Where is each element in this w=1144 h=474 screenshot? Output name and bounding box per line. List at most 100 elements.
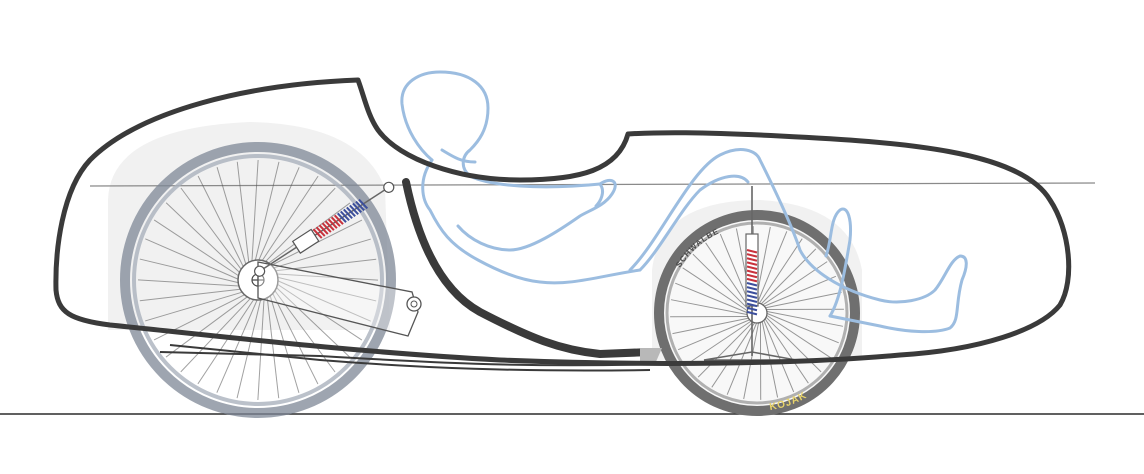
- spring-coil: [352, 202, 362, 214]
- wheel-spoke: [761, 320, 779, 398]
- coil-spring-icon: [746, 249, 758, 316]
- spring-coil: [336, 212, 347, 223]
- spring-coil: [315, 226, 326, 237]
- spring-coil: [746, 290, 758, 295]
- wheel-spoke: [274, 285, 351, 358]
- spring-coil: [746, 273, 758, 279]
- spring-coil: [746, 249, 758, 254]
- spring-coil: [340, 210, 350, 221]
- wheel-spoke: [686, 320, 753, 365]
- rider-arm: [456, 178, 617, 252]
- spring-coil: [746, 282, 758, 287]
- front-rim: [665, 221, 849, 405]
- wheel-spoke: [764, 317, 809, 384]
- wheel-spoke: [765, 314, 832, 359]
- rear-shock-spring: [312, 198, 369, 239]
- spring-coil: [330, 216, 341, 227]
- rear-wheel: [120, 142, 396, 418]
- wheel-spoke: [251, 159, 259, 264]
- swing-arm: [257, 261, 419, 337]
- fairing-outline: [53, 77, 1072, 366]
- spring-coil: [324, 220, 335, 231]
- wheel-spoke: [145, 238, 241, 281]
- spring-coil: [746, 257, 758, 262]
- wheel-spoke: [273, 258, 377, 272]
- wheel-spoke: [266, 295, 280, 399]
- spring-coil: [321, 222, 332, 233]
- rider-knee: [824, 207, 852, 318]
- spring-coil: [346, 206, 356, 217]
- wheel-spoke: [273, 288, 336, 373]
- spring-coil: [746, 269, 758, 275]
- front-strut-base: [703, 351, 797, 361]
- wheel-spoke: [275, 282, 363, 341]
- wheel-spoke: [692, 253, 750, 310]
- wheel-spoke: [758, 238, 803, 305]
- rider-outline: [400, 70, 968, 334]
- spring-coil: [746, 310, 758, 316]
- wheel-spoke: [275, 279, 371, 322]
- rider-torso: [421, 158, 642, 285]
- body-shell: [53, 77, 1072, 366]
- wheel-spoke: [697, 320, 754, 378]
- wheel-spoke: [216, 167, 247, 267]
- spring-coil: [746, 277, 758, 283]
- rear-rim: [132, 154, 384, 406]
- wheel-spoke: [165, 202, 242, 275]
- main-frame-tube: [402, 178, 654, 359]
- wheel-spoke: [764, 291, 842, 309]
- spring-coil: [358, 198, 369, 210]
- wheel-spoke: [682, 267, 749, 312]
- spring-coil: [746, 294, 758, 299]
- wheel-spoke: [257, 296, 265, 401]
- wheel-spoke: [145, 291, 245, 322]
- front-mount: [640, 348, 662, 364]
- spring-coil: [333, 214, 344, 225]
- rear-swing-arm: [257, 261, 422, 337]
- wheel-spoke: [153, 219, 241, 278]
- wheel-spoke: [762, 319, 795, 393]
- wheel-spoke: [197, 297, 256, 385]
- wheel-spoke: [271, 291, 319, 385]
- wheel-spoke: [274, 273, 379, 281]
- spring-coil: [355, 200, 366, 212]
- wheel-spoke: [763, 275, 837, 308]
- wheel-spoke: [257, 167, 300, 263]
- spring-coil: [349, 204, 359, 216]
- wheel-spoke: [216, 297, 259, 393]
- wheel-spoke: [260, 175, 319, 263]
- wheel-spoke: [263, 187, 336, 264]
- rear-shock-body: [291, 228, 320, 254]
- wheel-spoke: [236, 297, 262, 399]
- rider-leg: [628, 148, 968, 334]
- rider-head: [400, 70, 602, 189]
- wheel-spoke: [765, 310, 844, 327]
- wheel-spoke: [137, 279, 242, 287]
- rear-tire: [120, 142, 396, 418]
- spring-coil: [746, 253, 758, 258]
- spring-coil: [318, 224, 329, 235]
- spring-coil: [746, 306, 758, 312]
- wheel-spoke: [765, 312, 839, 344]
- spring-coil: [343, 208, 353, 219]
- wheel-spoke: [139, 258, 241, 284]
- spring-coil: [327, 218, 338, 229]
- wheel-spoke: [254, 161, 280, 263]
- wheel-spoke: [271, 238, 371, 269]
- wheel-spoke: [675, 282, 749, 314]
- wheel-spoke: [705, 242, 750, 309]
- spring-coil: [746, 286, 758, 291]
- wheel-spoke: [672, 317, 750, 335]
- spring-coil: [746, 265, 758, 270]
- wheel-spoke: [275, 276, 377, 302]
- wheel-spoke: [677, 318, 751, 351]
- spring-coil: [312, 228, 323, 239]
- wheel-spoke: [180, 187, 243, 272]
- wheel-spoke: [139, 288, 243, 302]
- wheel-spoke: [670, 299, 749, 316]
- spring-coil: [746, 298, 758, 303]
- spring-coil: [746, 302, 758, 308]
- wheel-spoke: [236, 161, 250, 265]
- wheel-spoke: [197, 175, 245, 269]
